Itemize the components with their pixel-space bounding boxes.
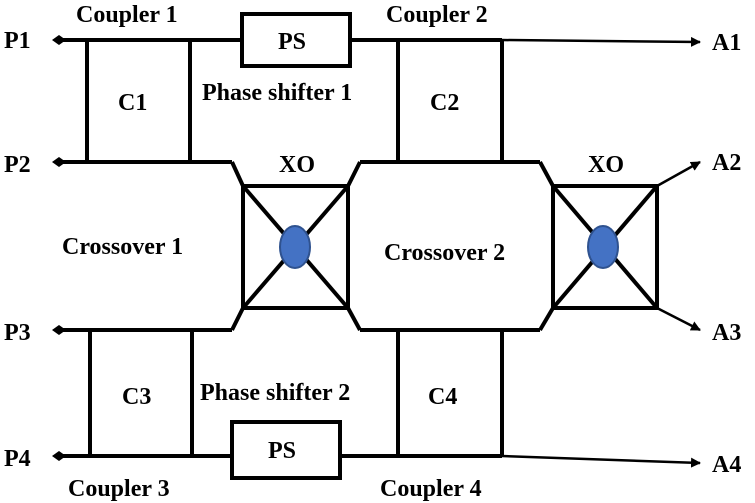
output-label-a1: A1 — [712, 30, 741, 56]
input-label-p3: P3 — [4, 320, 31, 346]
output-label-a3: A3 — [712, 320, 741, 346]
c2-label: C2 — [430, 90, 459, 116]
upper-middle-waveguide — [60, 160, 701, 188]
crossover-box-left — [241, 184, 350, 310]
coupler-c3 — [88, 330, 194, 456]
phase-shifter-box-top — [240, 12, 352, 68]
crossover-dot-right — [587, 225, 619, 269]
phase-shifter-box-bottom — [230, 420, 342, 480]
crossover-dot-left — [279, 225, 311, 269]
xo-right-label: XO — [588, 152, 624, 178]
coupler-4-label: Coupler 4 — [380, 476, 482, 502]
top-waveguide — [60, 36, 701, 47]
phase-shifter-1-label: Phase shifter 1 — [202, 80, 352, 106]
coupler-1-label: Coupler 1 — [76, 2, 178, 28]
crossover-1-label: Crossover 1 — [62, 234, 183, 260]
coupler-3-label: Coupler 3 — [68, 476, 170, 502]
coupler-2-label: Coupler 2 — [386, 2, 488, 28]
c4-label: C4 — [428, 384, 457, 410]
input-port-markers — [52, 35, 66, 461]
coupler-c2 — [396, 40, 504, 162]
c3-label: C3 — [122, 384, 151, 410]
xo-left-label: XO — [279, 152, 315, 178]
coupler-c4 — [396, 330, 504, 456]
output-label-a4: A4 — [712, 452, 741, 478]
phase-shifter-2-label: Phase shifter 2 — [200, 380, 350, 406]
input-label-p2: P2 — [4, 152, 31, 178]
coupler-c1 — [85, 40, 192, 162]
crossover-2-label: Crossover 2 — [384, 240, 505, 266]
input-label-p4: P4 — [4, 446, 31, 472]
c1-label: C1 — [118, 90, 147, 116]
bottom-waveguide — [60, 454, 701, 468]
input-label-p1: P1 — [4, 28, 31, 54]
lower-middle-waveguide — [60, 306, 701, 332]
output-label-a2: A2 — [712, 150, 741, 176]
ps-top-label: PS — [278, 29, 306, 55]
crossover-box-right — [551, 184, 659, 310]
ps-bottom-label: PS — [268, 438, 296, 464]
